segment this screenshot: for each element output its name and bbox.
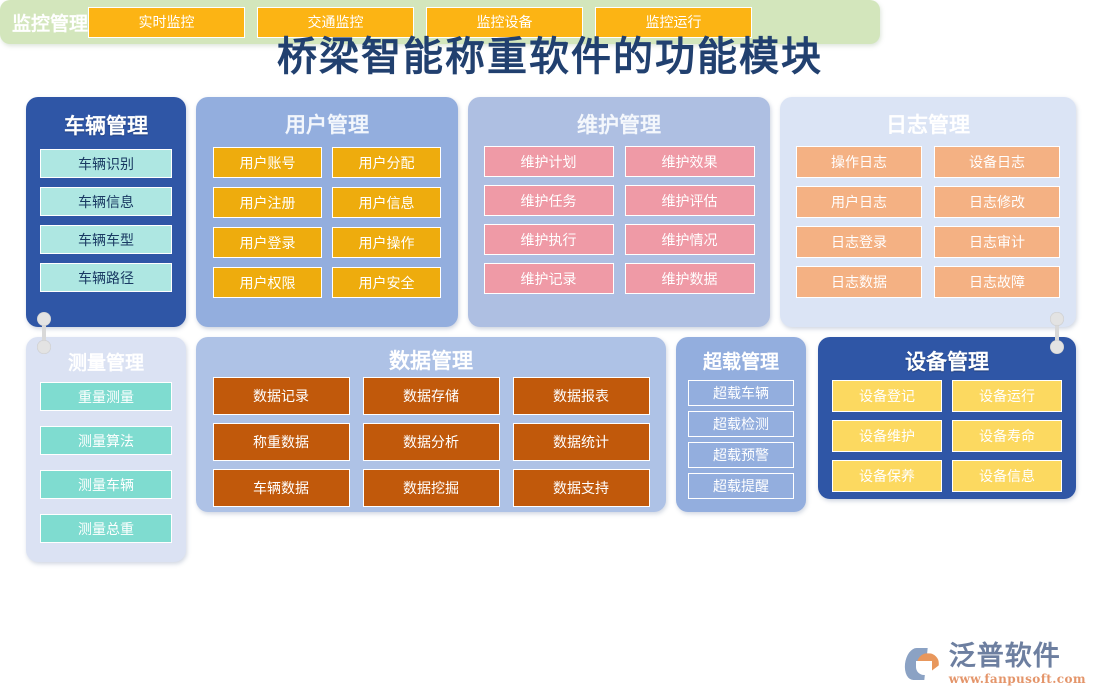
brand-logo: 泛普软件 www.fanpusoft.com — [903, 640, 1086, 686]
tile-overload-3[interactable]: 超载提醒 — [688, 473, 794, 499]
tile-data-4[interactable]: 数据分析 — [362, 423, 500, 461]
tile-data-1[interactable]: 数据存储 — [362, 377, 500, 415]
tile-monitor-0[interactable]: 实时监控 — [88, 6, 246, 38]
tile-group-log: 操作日志 设备日志 用户日志 日志修改 日志登录 日志审计 日志数据 日志故障 — [780, 139, 1076, 298]
connector-pin-left — [37, 312, 51, 354]
tile-log-4[interactable]: 日志登录 — [796, 226, 922, 258]
tile-device-0[interactable]: 设备登记 — [832, 380, 942, 412]
tile-maintenance-1[interactable]: 维护效果 — [624, 146, 755, 177]
panel-overload-management[interactable]: 超载管理 超载车辆 超载检测 超载预警 超载提醒 — [676, 337, 806, 512]
tile-measurement-2[interactable]: 测量车辆 — [40, 470, 172, 499]
fanpu-logo-icon — [903, 644, 943, 684]
tile-vehicle-2[interactable]: 车辆车型 — [40, 225, 172, 254]
tile-device-1[interactable]: 设备运行 — [952, 380, 1062, 412]
tile-device-3[interactable]: 设备寿命 — [952, 420, 1062, 452]
tile-data-8[interactable]: 数据支持 — [512, 469, 650, 507]
connector-stem-icon — [42, 316, 46, 350]
tile-user-2[interactable]: 用户注册 — [213, 187, 322, 218]
tile-maintenance-6[interactable]: 维护记录 — [483, 263, 614, 294]
panel-title-log: 日志管理 — [886, 112, 970, 137]
tile-measurement-1[interactable]: 测量算法 — [40, 426, 172, 455]
tile-overload-2[interactable]: 超载预警 — [688, 442, 794, 468]
tile-log-6[interactable]: 日志数据 — [796, 266, 922, 298]
panel-user-management[interactable]: 用户管理 用户账号 用户分配 用户注册 用户信息 用户登录 用户操作 用户权限 … — [196, 97, 458, 327]
connector-dot-icon — [1050, 312, 1064, 326]
tile-data-7[interactable]: 数据挖掘 — [362, 469, 500, 507]
tile-group-monitor: 实时监控 交通监控 监控设备 监控运行 — [88, 6, 753, 38]
tile-data-0[interactable]: 数据记录 — [212, 377, 350, 415]
tile-group-measurement: 重量测量 测量算法 测量车辆 测量总重 — [26, 375, 186, 543]
tile-log-1[interactable]: 设备日志 — [934, 146, 1060, 178]
tile-group-data: 数据记录 数据存储 数据报表 称重数据 数据分析 数据统计 车辆数据 数据挖掘 … — [196, 375, 666, 507]
tile-user-3[interactable]: 用户信息 — [332, 187, 441, 218]
tile-user-1[interactable]: 用户分配 — [332, 147, 441, 178]
tile-overload-1[interactable]: 超载检测 — [688, 411, 794, 437]
tile-vehicle-1[interactable]: 车辆信息 — [40, 187, 172, 216]
tile-log-7[interactable]: 日志故障 — [934, 266, 1060, 298]
panel-device-management[interactable]: 设备管理 设备登记 设备运行 设备维护 设备寿命 设备保养 设备信息 — [818, 337, 1076, 499]
tile-maintenance-2[interactable]: 维护任务 — [483, 185, 614, 216]
tile-group-device: 设备登记 设备运行 设备维护 设备寿命 设备保养 设备信息 — [818, 376, 1076, 492]
tile-maintenance-5[interactable]: 维护情况 — [624, 224, 755, 255]
tile-device-4[interactable]: 设备保养 — [832, 460, 942, 492]
brand-url: www.fanpusoft.com — [948, 672, 1086, 686]
tile-data-5[interactable]: 数据统计 — [512, 423, 650, 461]
connector-dot-icon — [37, 340, 51, 354]
tile-monitor-1[interactable]: 交通监控 — [257, 6, 415, 38]
tile-data-6[interactable]: 车辆数据 — [212, 469, 350, 507]
connector-dot-icon — [1050, 340, 1064, 354]
tile-user-4[interactable]: 用户登录 — [213, 227, 322, 258]
panel-monitor-management[interactable]: 监控管理 实时监控 交通监控 监控设备 监控运行 — [0, 0, 880, 44]
brand-name: 泛普软件 — [948, 640, 1061, 672]
tile-data-3[interactable]: 称重数据 — [212, 423, 350, 461]
connector-dot-icon — [37, 312, 51, 326]
page-title: 桥梁智能称重软件的功能模块 — [277, 33, 823, 80]
tile-log-3[interactable]: 日志修改 — [934, 186, 1060, 218]
tile-measurement-0[interactable]: 重量测量 — [40, 382, 172, 411]
tile-user-6[interactable]: 用户权限 — [213, 267, 322, 298]
tile-log-2[interactable]: 用户日志 — [796, 186, 922, 218]
tile-measurement-3[interactable]: 测量总重 — [40, 514, 172, 543]
tile-group-maintenance: 维护计划 维护效果 维护任务 维护评估 维护执行 维护情况 维护记录 维护数据 — [468, 139, 770, 294]
panel-title-monitor: 监控管理 — [12, 12, 89, 35]
panel-title-data: 数据管理 — [389, 348, 473, 373]
panel-title-overload: 超载管理 — [702, 351, 779, 373]
panel-maintenance-management[interactable]: 维护管理 维护计划 维护效果 维护任务 维护评估 维护执行 维护情况 维护记录 … — [468, 97, 770, 327]
tile-group-user: 用户账号 用户分配 用户注册 用户信息 用户登录 用户操作 用户权限 用户安全 — [196, 139, 458, 298]
tile-log-0[interactable]: 操作日志 — [796, 146, 922, 178]
logo-shape-notch — [915, 661, 932, 676]
tile-maintenance-4[interactable]: 维护执行 — [483, 224, 614, 255]
panel-title-vehicle: 车辆管理 — [64, 113, 148, 138]
tile-vehicle-3[interactable]: 车辆路径 — [40, 263, 172, 292]
tile-monitor-3[interactable]: 监控运行 — [595, 6, 753, 38]
panel-title-measurement: 测量管理 — [67, 352, 144, 374]
tile-user-7[interactable]: 用户安全 — [332, 267, 441, 298]
tile-maintenance-0[interactable]: 维护计划 — [483, 146, 614, 177]
tile-group-vehicle: 车辆识别 车辆信息 车辆车型 车辆路径 — [26, 140, 186, 292]
panel-title-user: 用户管理 — [285, 112, 369, 137]
panel-vehicle-management[interactable]: 车辆管理 车辆识别 车辆信息 车辆车型 车辆路径 — [26, 97, 186, 327]
connector-pin-right — [1050, 312, 1064, 354]
tile-maintenance-3[interactable]: 维护评估 — [624, 185, 755, 216]
tile-user-5[interactable]: 用户操作 — [332, 227, 441, 258]
tile-vehicle-0[interactable]: 车辆识别 — [40, 149, 172, 178]
tile-maintenance-7[interactable]: 维护数据 — [624, 263, 755, 294]
panel-title-device: 设备管理 — [905, 349, 989, 374]
tile-data-2[interactable]: 数据报表 — [512, 377, 650, 415]
tile-device-5[interactable]: 设备信息 — [952, 460, 1062, 492]
brand-text: 泛普软件 www.fanpusoft.com — [948, 640, 1086, 686]
tile-group-overload: 超载车辆 超载检测 超载预警 超载提醒 — [676, 374, 806, 499]
panel-log-management[interactable]: 日志管理 操作日志 设备日志 用户日志 日志修改 日志登录 日志审计 日志数据 … — [780, 97, 1076, 327]
tile-log-5[interactable]: 日志审计 — [934, 226, 1060, 258]
tile-user-0[interactable]: 用户账号 — [213, 147, 322, 178]
tile-monitor-2[interactable]: 监控设备 — [426, 6, 584, 38]
panel-measurement-management[interactable]: 测量管理 重量测量 测量算法 测量车辆 测量总重 — [26, 337, 186, 562]
tile-device-2[interactable]: 设备维护 — [832, 420, 942, 452]
panel-data-management[interactable]: 数据管理 数据记录 数据存储 数据报表 称重数据 数据分析 数据统计 车辆数据 … — [196, 337, 666, 512]
tile-overload-0[interactable]: 超载车辆 — [688, 380, 794, 406]
connector-stem-icon — [1055, 316, 1059, 350]
panel-title-maintenance: 维护管理 — [577, 112, 661, 137]
